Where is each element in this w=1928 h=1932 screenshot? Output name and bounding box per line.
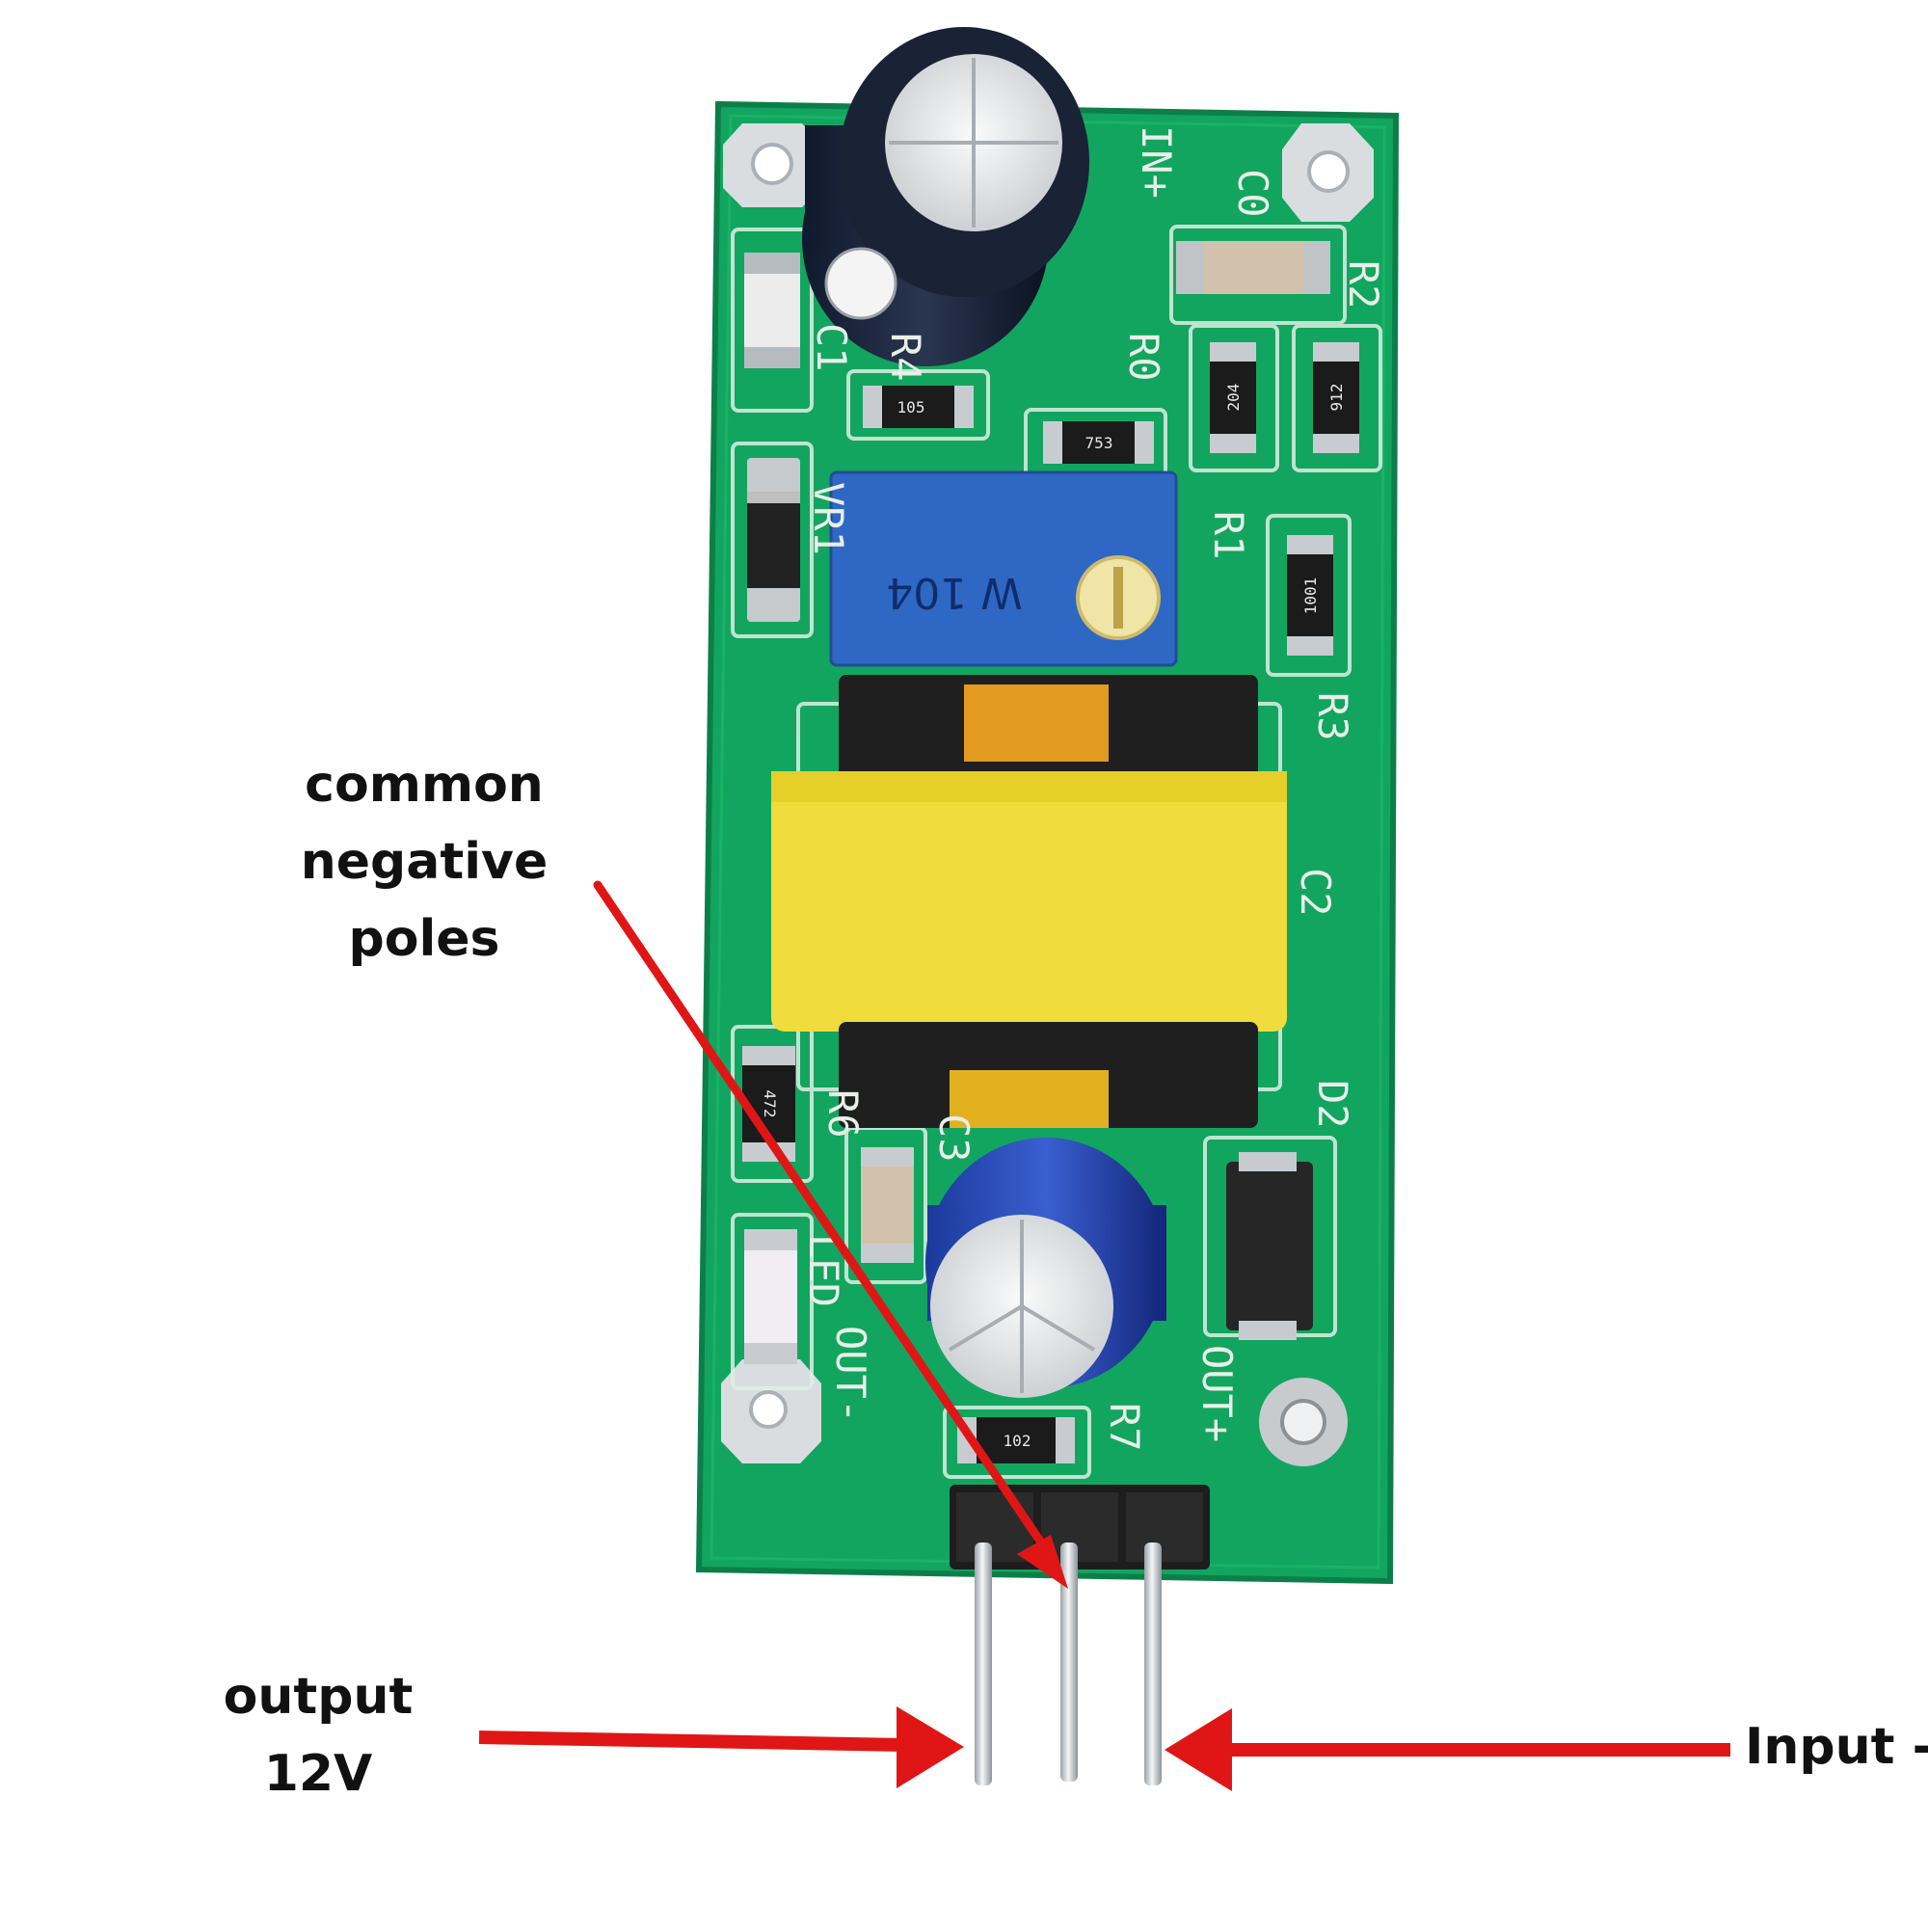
resistor-r7-code: 102: [1004, 1432, 1031, 1450]
silk-r2: R2: [1340, 260, 1387, 309]
annotation-arrows: [478, 880, 1730, 1791]
silk-in-plus: IN+: [1133, 125, 1180, 199]
mounting-hole-bottom-left: [721, 1359, 821, 1463]
led: [744, 1229, 797, 1364]
resistor-vertical-a: 204: [1210, 342, 1256, 453]
silk-r3: R3: [1309, 692, 1356, 741]
silk-r4: R4: [882, 333, 929, 382]
silk-vr1: VR1: [805, 482, 852, 555]
annotation-line: poles: [348, 910, 500, 968]
silk-r1: R1: [1205, 511, 1252, 560]
resistor-r2-code: 912: [1327, 384, 1346, 412]
silk-c0: C0: [1229, 169, 1276, 218]
diode-d1: [747, 458, 800, 622]
annotation-input: Input -: [1745, 1718, 1928, 1776]
resistor-r0-code: 753: [1085, 434, 1113, 452]
electrolytic-capacitor-top: [802, 27, 1089, 366]
silk-r7: R7: [1101, 1403, 1148, 1452]
silk-out-minus: OUT-: [827, 1326, 874, 1423]
diode-d2: [1226, 1152, 1313, 1340]
smd-capacitor-c3: [861, 1147, 914, 1263]
silk-r6: R6: [819, 1089, 867, 1139]
resistor-r6-code: 472: [761, 1090, 779, 1118]
annotation-common-negative: common negative poles: [280, 746, 569, 978]
annotation-line: common: [305, 756, 544, 814]
silk-out-plus: OUT+: [1193, 1345, 1241, 1442]
annotation-output: output 12V: [198, 1658, 439, 1812]
silk-c1: C1: [808, 323, 855, 372]
silk-r0: R0: [1120, 333, 1167, 382]
electrolytic-capacitor-bottom: [925, 1138, 1166, 1398]
smd-capacitor-c1: [744, 253, 800, 368]
resistor-vertical-a-code: 204: [1224, 384, 1243, 412]
resistor-r0: 753: [1043, 421, 1154, 464]
resistor-r4-code: 105: [897, 398, 925, 416]
resistor-r2: 912: [1313, 342, 1359, 453]
annotation-line: output: [223, 1668, 414, 1726]
resistor-r4: 105: [863, 386, 974, 428]
trimpot-code: W 104: [886, 568, 1022, 617]
mounting-hole-bottom-right: [1259, 1378, 1348, 1466]
resistor-r1-code: 1001: [1301, 577, 1320, 615]
annotation-line: 12V: [263, 1745, 373, 1803]
trimpot-vr1: W 104: [829, 470, 1178, 667]
silk-c3: C3: [930, 1114, 977, 1163]
mounting-hole-top-right: [1282, 123, 1374, 222]
annotation-line: negative: [300, 833, 549, 891]
silk-c2: C2: [1292, 868, 1339, 917]
transformer: [771, 675, 1287, 1128]
resistor-r1: 1001: [1287, 535, 1333, 656]
mounting-hole-top-left: [723, 123, 821, 207]
silk-d2: D2: [1309, 1080, 1356, 1129]
header-pins: [975, 1543, 1162, 1785]
smd-capacitor-c0: [1176, 241, 1330, 294]
